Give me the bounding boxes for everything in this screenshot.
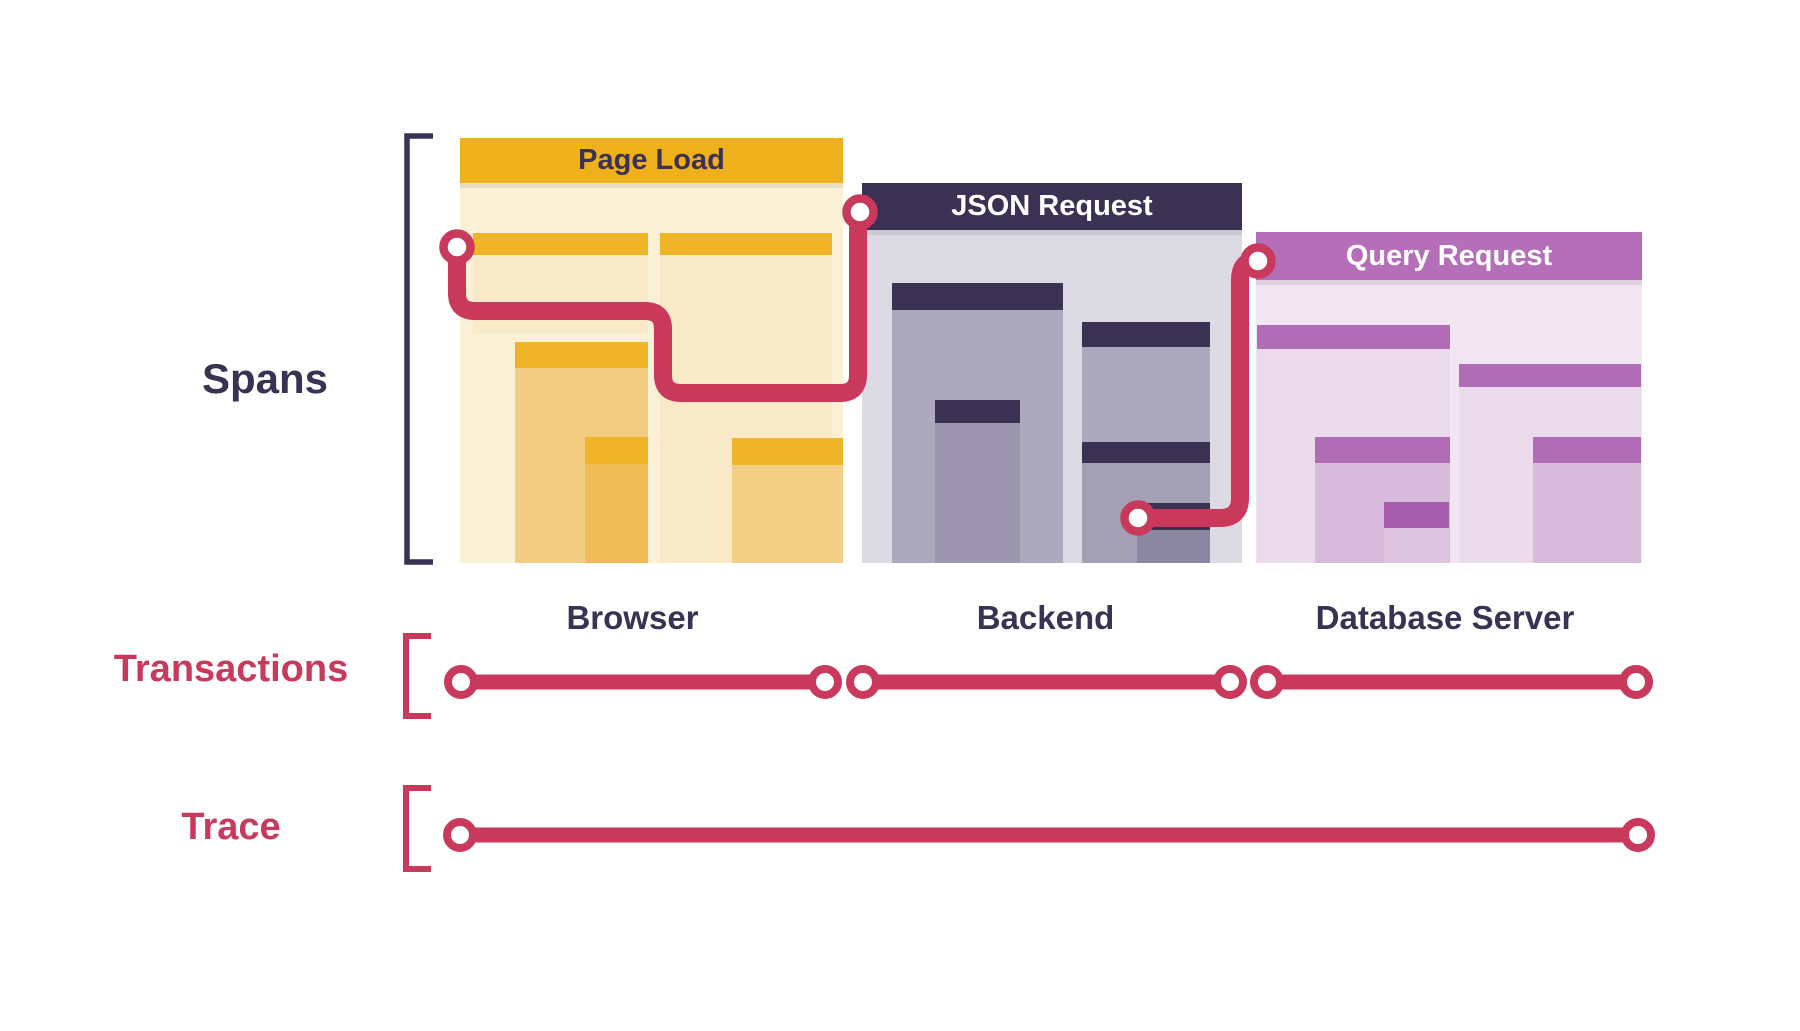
span-bar-header <box>935 400 1020 423</box>
trace-node-end <box>1621 818 1655 852</box>
transaction-node <box>1619 665 1653 699</box>
span-bar-header <box>1533 437 1641 463</box>
trace-label: Trace <box>181 806 281 848</box>
transaction-node <box>1250 665 1284 699</box>
span-bar-body <box>1384 528 1449 563</box>
span-bar-body <box>1137 530 1210 563</box>
transactions-bracket <box>403 633 431 719</box>
panel-json-request: JSON Request <box>862 183 1242 563</box>
span-bar-header <box>660 233 832 255</box>
server-label-database: Database Server <box>1315 599 1575 636</box>
spans-label: Spans <box>201 355 329 402</box>
server-label-backend: Backend <box>976 599 1115 636</box>
query-request-body <box>1256 280 1642 563</box>
transactions-label: Transactions <box>113 648 349 690</box>
span-bar-header <box>732 438 843 465</box>
span-bar-header <box>1082 442 1210 463</box>
span-bar-header <box>585 437 648 464</box>
transaction-node <box>444 665 478 699</box>
transaction-node <box>1213 665 1247 699</box>
span-bar-body <box>1533 463 1641 563</box>
span-bar-header <box>1459 364 1641 387</box>
span-bar-header <box>515 342 648 368</box>
json-request-header: JSON Request <box>862 183 1242 230</box>
query-request-title: Query Request <box>1345 239 1553 272</box>
span-bar-header <box>1257 325 1450 349</box>
json-request-body <box>862 230 1242 563</box>
span-bar-body <box>585 464 648 563</box>
span-bar-header <box>1082 322 1210 347</box>
trace-bracket <box>403 785 431 872</box>
page-load-body <box>460 183 843 563</box>
transaction-node <box>846 665 880 699</box>
panel-query-request: Query Request <box>1256 232 1642 563</box>
json-request-title: JSON Request <box>951 190 1153 222</box>
span-bar-body <box>473 255 648 333</box>
span-bar-header <box>1384 502 1449 528</box>
query-request-header: Query Request <box>1256 232 1642 280</box>
span-bar-body <box>935 423 1020 563</box>
span-bar-header <box>1315 437 1450 463</box>
span-bar-header <box>473 233 648 255</box>
spans-bracket <box>404 133 433 565</box>
server-label-browser: Browser <box>566 599 699 636</box>
span-bar-header <box>892 283 1063 310</box>
panel-page-load: Page Load <box>460 138 843 563</box>
page-load-title: Page Load <box>578 144 725 176</box>
transaction-node <box>808 665 842 699</box>
page-load-header: Page Load <box>460 138 843 183</box>
span-bar-header <box>1137 503 1210 530</box>
trace-node-start <box>443 818 477 852</box>
span-bar-body <box>732 465 843 563</box>
